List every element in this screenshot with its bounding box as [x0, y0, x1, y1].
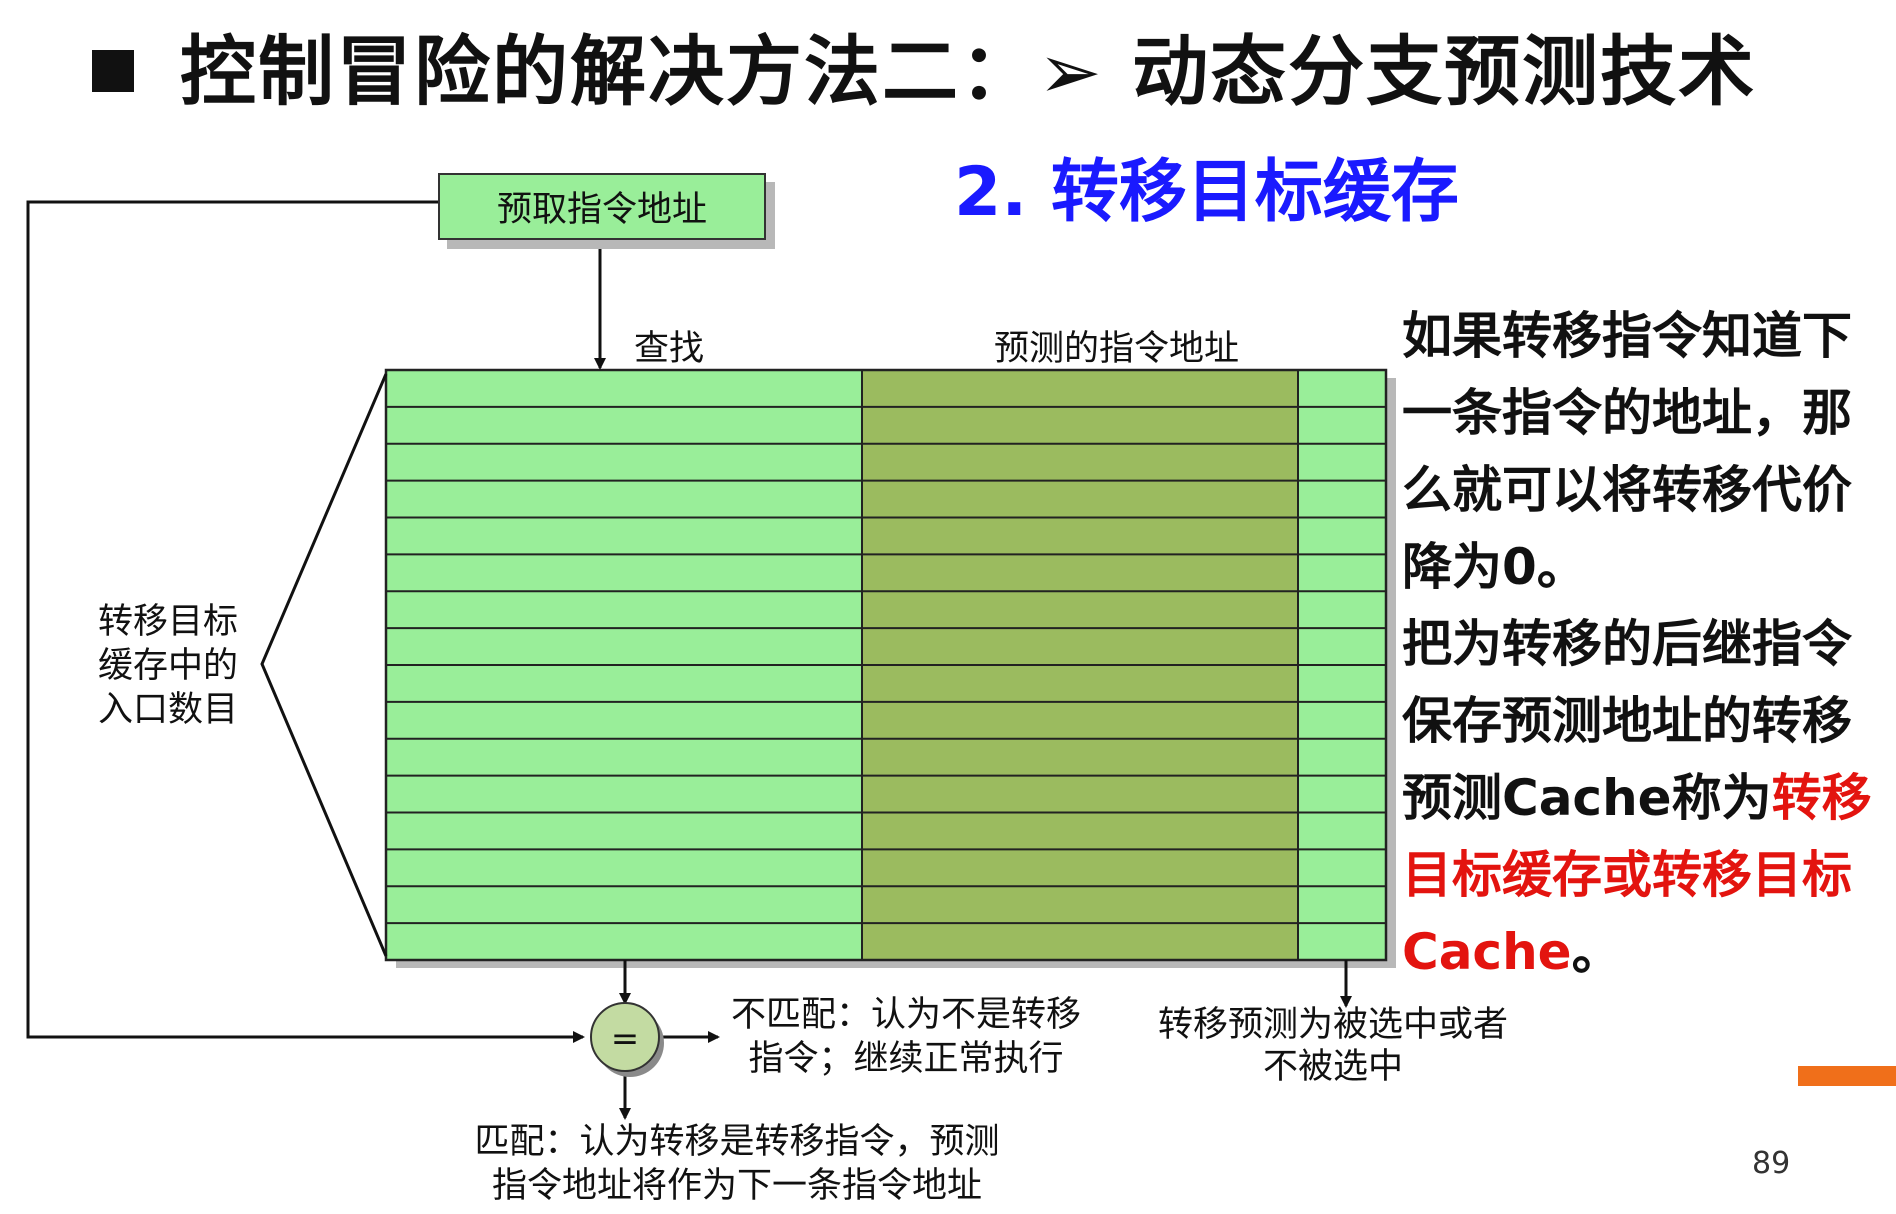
section-subtitle: 2. 转移目标缓存 [954, 153, 1459, 232]
page-number: 89 [1752, 1146, 1791, 1181]
highlight-term-1: 转移 [1771, 769, 1872, 827]
entries-count-label: 转移目标 缓存中的 入口数目 [98, 602, 239, 730]
page-title: 控制冒险的解决方法二：➢ 动态分支预测技术 [180, 27, 1757, 116]
comparator-symbol: = [611, 1019, 640, 1059]
accent-bar [1798, 1066, 1896, 1086]
fetch-address-box: 预取指令地址 [438, 173, 766, 240]
explanation-line-7: 预测Cache称为转移 [1402, 769, 1872, 827]
entries-bracket [260, 373, 388, 957]
prediction-bit-label: 转移预测为被选中或者 不被选中 [1157, 1005, 1508, 1087]
highlight-term-3: Cache [1402, 923, 1572, 981]
table-border [384, 368, 1388, 962]
explanation-line-9: Cache。 [1402, 923, 1622, 981]
table-row-lines [386, 405, 1386, 925]
match-label: 匹配：认为转移是转移指令，预测 指令地址将作为下一条指令地址 [474, 1122, 1000, 1206]
feedback-arrow [26, 200, 585, 1043]
mismatch-label: 不匹配：认为不是转移 指令；继续正常执行 [730, 995, 1081, 1079]
explanation-text: 如果转移指令知道下 一条指令的地址，那 么就可以将转移代价 降为0。 把为转移的… [1402, 298, 1892, 991]
comparator-circle [590, 1002, 660, 1072]
lookup-label: 查找 [634, 329, 705, 369]
predicted-address-label: 预测的指令地址 [994, 329, 1240, 369]
title-bullet-icon [92, 50, 134, 92]
highlight-term-2: 目标缓存或转移目标 [1402, 846, 1852, 904]
